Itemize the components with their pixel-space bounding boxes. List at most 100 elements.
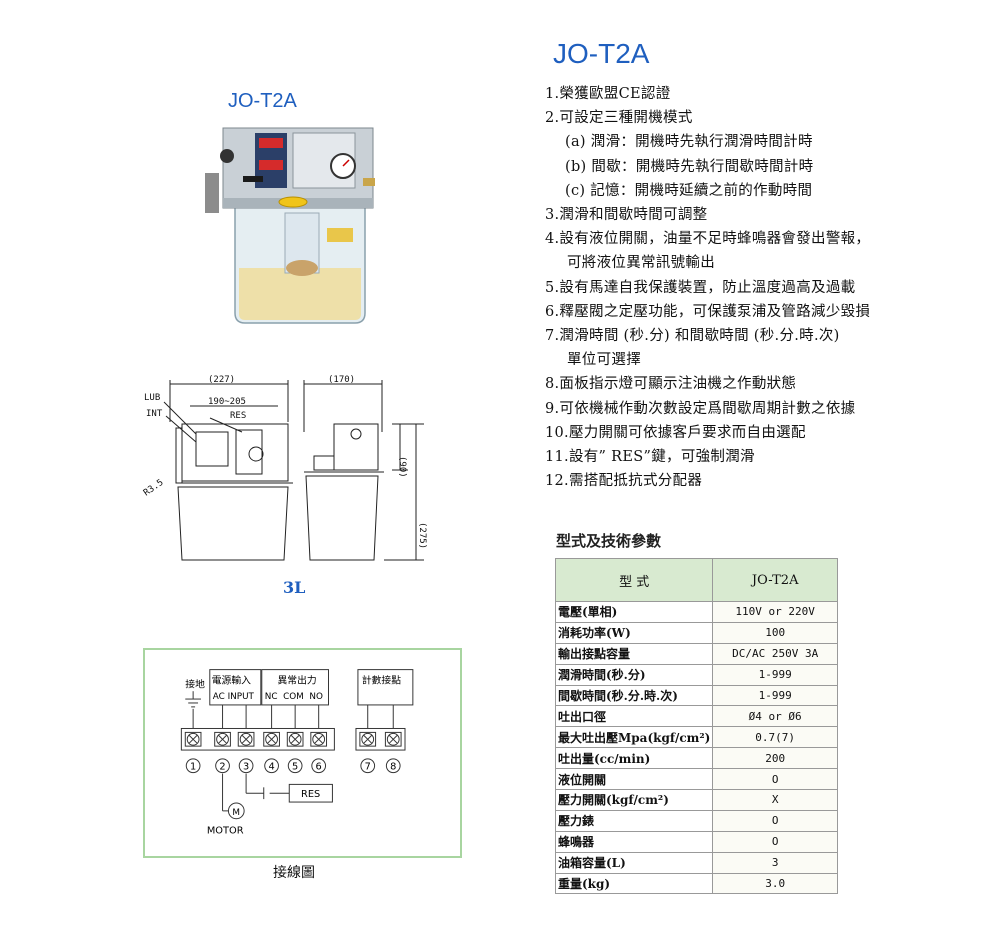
spec-row: 壓力開關(kgf/cm²)X bbox=[554, 789, 838, 811]
terminal-number-circle bbox=[185, 758, 201, 774]
terminal-number-circle bbox=[385, 758, 401, 774]
terminal-number: 7 bbox=[365, 762, 371, 773]
spec-value: 1-999 bbox=[712, 663, 838, 686]
spec-header-label: 型 式 bbox=[554, 558, 714, 602]
terminal-screw-head bbox=[186, 732, 200, 746]
spec-value: 3.0 bbox=[712, 872, 838, 895]
terminal-screw-head bbox=[239, 732, 253, 746]
terminal-screw bbox=[263, 731, 280, 747]
spec-key: 輸出接點容量 bbox=[554, 642, 714, 665]
terminal-screw bbox=[286, 731, 304, 747]
terminal-number: 6 bbox=[316, 762, 322, 773]
dim-lub-label: LUB bbox=[144, 393, 160, 403]
terminal-screw bbox=[384, 731, 402, 747]
spec-value: O bbox=[712, 830, 838, 853]
spec-key: 消耗功率(W) bbox=[554, 621, 714, 644]
spec-value: 110V or 220V bbox=[712, 601, 838, 623]
spec-title: 型式及技術參數 bbox=[556, 532, 662, 550]
spec-key: 間歇時間(秒.分.時.次) bbox=[554, 684, 714, 707]
terminal-screw-head bbox=[386, 732, 400, 746]
terminal-screw-head bbox=[312, 732, 326, 746]
spec-row: 間歇時間(秒.分.時.次)1-999 bbox=[554, 684, 838, 707]
terminal-screw-head bbox=[216, 732, 229, 746]
spec-value: Ø4 or Ø6 bbox=[712, 705, 838, 728]
motor-symbol: M bbox=[232, 808, 240, 818]
photo-title: JO-T2A bbox=[228, 90, 297, 112]
spec-value: 0.7(7) bbox=[712, 726, 838, 749]
terminal-number-circle bbox=[287, 758, 303, 774]
terminal-number: 8 bbox=[390, 762, 396, 773]
feature-item: (b) 間歇：開機時先執行間歇時間計時 bbox=[565, 158, 814, 175]
feature-item: 8.面板指示燈可顯示注油機之作動狀態 bbox=[545, 376, 797, 393]
spec-key: 最大吐出壓Mpa(kgf/cm²) bbox=[554, 726, 714, 749]
terminal-cross bbox=[267, 734, 276, 744]
spec-row: 重量(kg)3.0 bbox=[554, 872, 838, 895]
ground-label: 接地 bbox=[185, 677, 205, 690]
feature-item: 可將液位異常訊號輸出 bbox=[567, 255, 715, 272]
counter-contact-label: 計數接點 bbox=[362, 673, 401, 686]
capacity-label: 3L bbox=[283, 578, 306, 597]
terminal-screw bbox=[184, 731, 202, 747]
spec-key: 壓力開關(kgf/cm²) bbox=[554, 789, 714, 811]
spec-value: O bbox=[712, 768, 838, 791]
spec-row: 消耗功率(W)100 bbox=[554, 621, 838, 644]
dim-res-label: RES bbox=[230, 411, 246, 421]
spec-key: 壓力錶 bbox=[554, 809, 714, 832]
spec-value: 100 bbox=[712, 621, 838, 644]
res-button-label: RES bbox=[301, 789, 320, 800]
feature-item: 10.壓力開關可依據客戶要求而自由選配 bbox=[545, 424, 806, 441]
terminal-cross bbox=[363, 734, 373, 744]
terminal-screw bbox=[214, 731, 231, 747]
terminal-number: 3 bbox=[243, 762, 249, 773]
spec-row: 油箱容量(L)3 bbox=[554, 851, 838, 874]
feature-item: 1.榮獲歐盟CE認證 bbox=[545, 86, 671, 102]
feature-item: 12.需搭配抵抗式分配器 bbox=[545, 473, 703, 490]
spec-value: DC/AC 250V 3A bbox=[712, 642, 838, 665]
terminal-screw-head bbox=[288, 732, 302, 746]
dim-height-total: (275) bbox=[417, 522, 427, 549]
feature-item: 6.釋壓閥之定壓功能，可保護泵浦及管路減少毀損 bbox=[545, 303, 871, 320]
wiring-caption: 接線圖 bbox=[273, 864, 315, 880]
spec-key: 吐出量(cc/min) bbox=[554, 747, 714, 770]
feature-item: 2.可設定三種開機模式 bbox=[545, 110, 693, 127]
spec-key: 重量(kg) bbox=[554, 872, 714, 895]
terminal-cross bbox=[241, 734, 251, 744]
feature-item: 9.可依機械作動次數設定爲間歇周期計數之依據 bbox=[545, 400, 856, 417]
spec-value: O bbox=[712, 809, 838, 832]
spec-header-model: JO-T2A bbox=[712, 558, 838, 602]
terminal-screw bbox=[237, 731, 255, 747]
terminal-number-circle bbox=[311, 758, 327, 774]
terminal-cross bbox=[388, 734, 398, 744]
feature-item: 4.設有液位開關，油量不足時蜂鳴器會發出警報， bbox=[545, 231, 871, 248]
motor-label: MOTOR bbox=[207, 825, 244, 836]
spec-value: 200 bbox=[712, 747, 838, 770]
terminal-number: 1 bbox=[190, 762, 196, 773]
spec-key: 油箱容量(L) bbox=[554, 851, 714, 874]
feature-item: 單位可選擇 bbox=[567, 352, 641, 369]
dim-mount-range: 190~205 bbox=[208, 397, 246, 407]
spec-key: 液位開關 bbox=[554, 768, 714, 791]
terminal-screw bbox=[310, 731, 328, 747]
spec-row: 電壓(單相)110V or 220V bbox=[554, 601, 838, 623]
feature-item: 11.設有” RES”鍵，可強制潤滑 bbox=[545, 449, 755, 466]
feature-item: (a) 潤滑：開機時先執行潤滑時間計時 bbox=[565, 134, 813, 151]
spec-key: 蜂鳴器 bbox=[554, 830, 714, 853]
spec-value: X bbox=[712, 789, 838, 811]
terminal-number: 5 bbox=[292, 762, 298, 773]
product-photo bbox=[205, 127, 375, 324]
spec-row: 潤滑時間(秒.分)1-999 bbox=[554, 663, 838, 686]
terminal-number: 4 bbox=[268, 762, 274, 773]
spec-value: 1-999 bbox=[712, 684, 838, 707]
spec-value: 3 bbox=[712, 851, 838, 874]
terminal-cross bbox=[188, 734, 198, 744]
spec-key: 電壓(單相) bbox=[554, 601, 714, 623]
terminal-cross bbox=[290, 734, 300, 744]
page-title: JO-T2A bbox=[553, 38, 650, 69]
dimension-drawing: (227) (170) 190~205 RES LUB INT R3.5 (90… bbox=[142, 375, 427, 561]
power-input-label: 電源輸入 bbox=[212, 673, 251, 686]
